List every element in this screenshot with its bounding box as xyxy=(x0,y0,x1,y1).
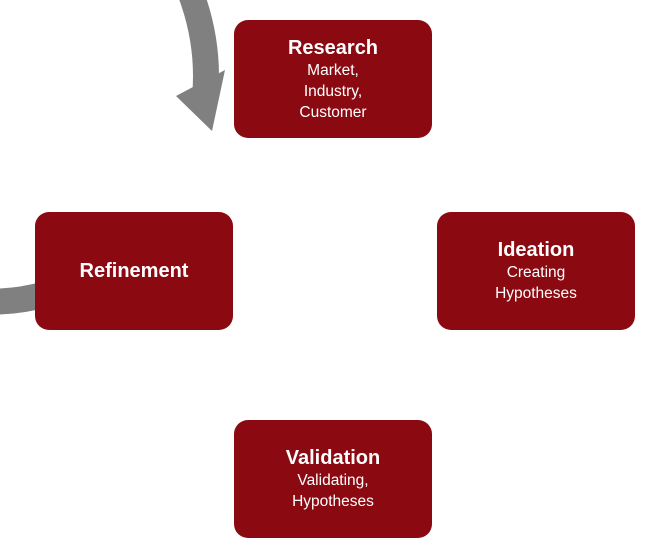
stage-ideation: Ideation Creating Hypotheses xyxy=(437,212,635,330)
stage-description: Market, Industry, Customer xyxy=(299,61,367,121)
arrow-head-icon xyxy=(176,70,225,131)
stage-refinement: Refinement xyxy=(35,212,233,330)
stage-title: Ideation xyxy=(497,239,575,261)
stage-validation: Validation Validating, Hypotheses xyxy=(234,420,432,538)
stage-research: Research Market, Industry, Customer xyxy=(234,20,432,138)
stage-title: Validation xyxy=(285,447,381,469)
stage-title: Research xyxy=(287,36,379,59)
stage-title: Refinement xyxy=(79,260,189,282)
stage-description: Creating Hypotheses xyxy=(495,264,577,302)
stage-description: Validating, Hypotheses xyxy=(292,472,374,510)
